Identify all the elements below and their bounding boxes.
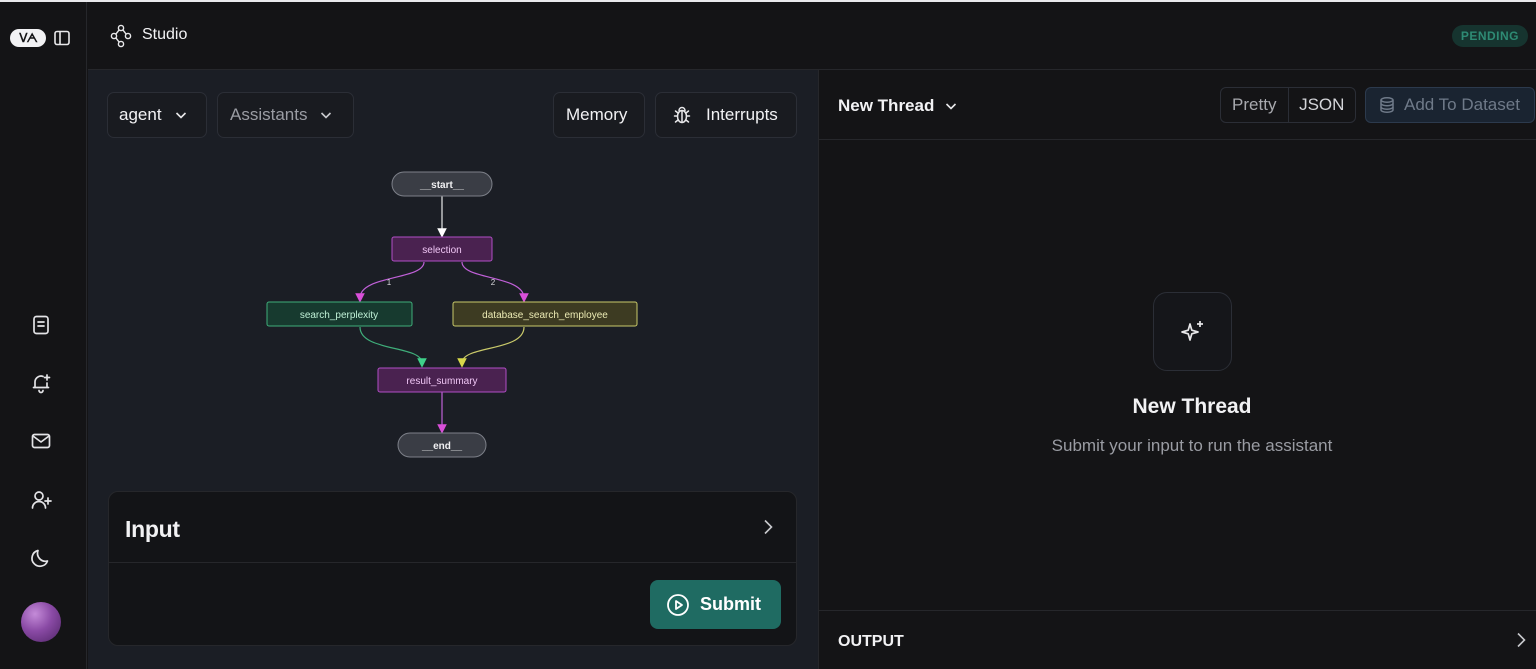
- node-start-label: __start__: [419, 180, 464, 191]
- node-end[interactable]: __end__: [397, 432, 487, 458]
- node-result-summary-label: result_summary: [406, 376, 477, 387]
- chevron-down-icon: [321, 112, 332, 119]
- play-circle-icon: [667, 593, 689, 616]
- document-icon[interactable]: [28, 312, 54, 338]
- user-avatar[interactable]: [21, 602, 61, 642]
- moon-icon[interactable]: [28, 545, 54, 571]
- graph-select-label: agent: [119, 105, 162, 124]
- input-card: Input Submit: [108, 491, 797, 646]
- chevron-right-icon[interactable]: [760, 518, 776, 536]
- chevron-down-icon: [175, 112, 186, 119]
- submit-button[interactable]: Submit: [650, 580, 781, 629]
- add-to-dataset-label: Add To Dataset: [1404, 95, 1520, 114]
- node-result-summary[interactable]: result_summary: [377, 367, 507, 393]
- node-selection-label: selection: [422, 245, 461, 256]
- empty-state-title: New Thread: [1132, 395, 1252, 418]
- database-icon: [1380, 97, 1394, 113]
- thread-selector[interactable]: New Thread: [838, 96, 958, 116]
- thread-header: New Thread Pretty JSON Add To Dataset: [819, 70, 1536, 140]
- output-section[interactable]: OUTPUT: [819, 610, 1536, 669]
- graph-panel: agent Assistants Memory Interrupts: [88, 70, 818, 669]
- add-to-dataset-button[interactable]: Add To Dataset: [1365, 87, 1535, 123]
- assistants-select-label: Assistants: [230, 105, 308, 124]
- output-label: OUTPUT: [838, 633, 904, 650]
- assistants-select[interactable]: Assistants: [217, 92, 354, 138]
- view-pretty-button[interactable]: Pretty: [1232, 95, 1277, 114]
- view-toggle: Pretty JSON: [1220, 87, 1356, 123]
- node-database-search-employee-label: database_search_employee: [482, 310, 608, 321]
- edge-search-summary: [359, 326, 427, 368]
- node-selection[interactable]: selection: [391, 236, 493, 262]
- node-database-search-employee[interactable]: database_search_employee: [452, 301, 638, 327]
- edge-selection-database: [461, 261, 529, 303]
- graph-select[interactable]: agent: [107, 92, 207, 138]
- status-badge: PENDING: [1451, 25, 1528, 47]
- mail-icon[interactable]: [28, 428, 54, 454]
- node-start[interactable]: __start__: [391, 171, 493, 197]
- thread-selector-label: New Thread: [838, 96, 935, 115]
- input-title: Input: [125, 516, 180, 542]
- edge-database-summary: [457, 326, 525, 368]
- divider: [109, 562, 796, 563]
- edge-label-1: 1: [387, 278, 392, 287]
- interrupts-label: Interrupts: [706, 105, 778, 124]
- sidebar-toggle-icon[interactable]: [54, 30, 70, 46]
- left-sidebar: ᐯᗅ: [0, 2, 87, 669]
- memory-label: Memory: [566, 105, 628, 124]
- bell-plus-icon[interactable]: [28, 370, 54, 396]
- empty-state-subtitle: Submit your input to run the assistant: [1051, 436, 1333, 455]
- sparkles-icon: [1180, 320, 1203, 341]
- node-end-label: __end__: [421, 441, 462, 452]
- view-json-button[interactable]: JSON: [1287, 88, 1356, 122]
- studio-graph-icon: [110, 24, 132, 48]
- node-search-perplexity[interactable]: search_perplexity: [266, 301, 413, 327]
- bug-icon: [673, 106, 691, 124]
- chevron-down-icon: [946, 103, 957, 110]
- memory-button[interactable]: Memory: [553, 92, 645, 138]
- langchain-logo[interactable]: ᐯᗅ: [10, 29, 46, 47]
- agent-graph: 1 2 __start__ selection search_perplexit…: [266, 171, 638, 458]
- sparkles-icon-box: [1153, 292, 1232, 371]
- edge-label-2: 2: [491, 278, 496, 287]
- user-plus-icon[interactable]: [28, 487, 54, 513]
- edge-selection-search: [355, 261, 425, 303]
- app-title: Studio: [142, 26, 188, 43]
- node-search-perplexity-label: search_perplexity: [300, 310, 378, 321]
- chevron-right-icon[interactable]: [1513, 631, 1529, 649]
- interrupts-button[interactable]: Interrupts: [655, 92, 797, 138]
- submit-label: Submit: [700, 594, 761, 614]
- top-bar: Studio PENDING: [88, 2, 1536, 70]
- thread-panel: New Thread Pretty JSON Add To Dataset Ne…: [818, 70, 1536, 669]
